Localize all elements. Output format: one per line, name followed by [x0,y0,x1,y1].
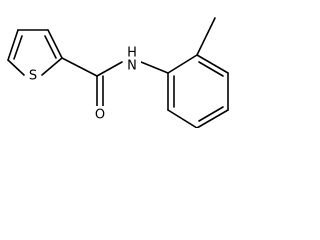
thiophene-ring [7,29,63,76]
bond-c2-carbonyl [61,57,98,77]
bond-methyl [196,17,216,56]
atom-label-s: S [29,69,37,84]
bond-ar-c5-c6 [167,109,198,128]
atom-label-o: O [95,108,105,123]
bond-ar-c2-c3-inner [198,61,224,77]
bond-s-c2 [41,57,63,76]
atom-nitrogen: H N [123,46,141,75]
bond-c2-c3-double [44,35,57,59]
bond-ar-c2-c3 [196,54,229,74]
amide-group [61,57,169,107]
bond-ar-c4-c5-inner [198,106,224,122]
bond-ar-c1-c2 [167,54,198,74]
bond-carbonyl-n [96,61,123,77]
benzene-ring [167,54,229,128]
bond-c4-c5-double [13,35,23,60]
bond-n-aryl [140,61,169,74]
atom-label-h: H [127,46,137,61]
chemical-structure-diagram: S O H N [7,17,229,128]
atom-label-n: N [127,59,137,74]
bond-ar-c4-c5 [196,109,229,128]
atom-oxygen: O [92,106,108,123]
bond-c2-c3 [47,29,63,59]
bond-c4-c5 [7,29,19,61]
bond-c5-s [7,59,25,76]
atom-sulfur: S [25,67,41,84]
